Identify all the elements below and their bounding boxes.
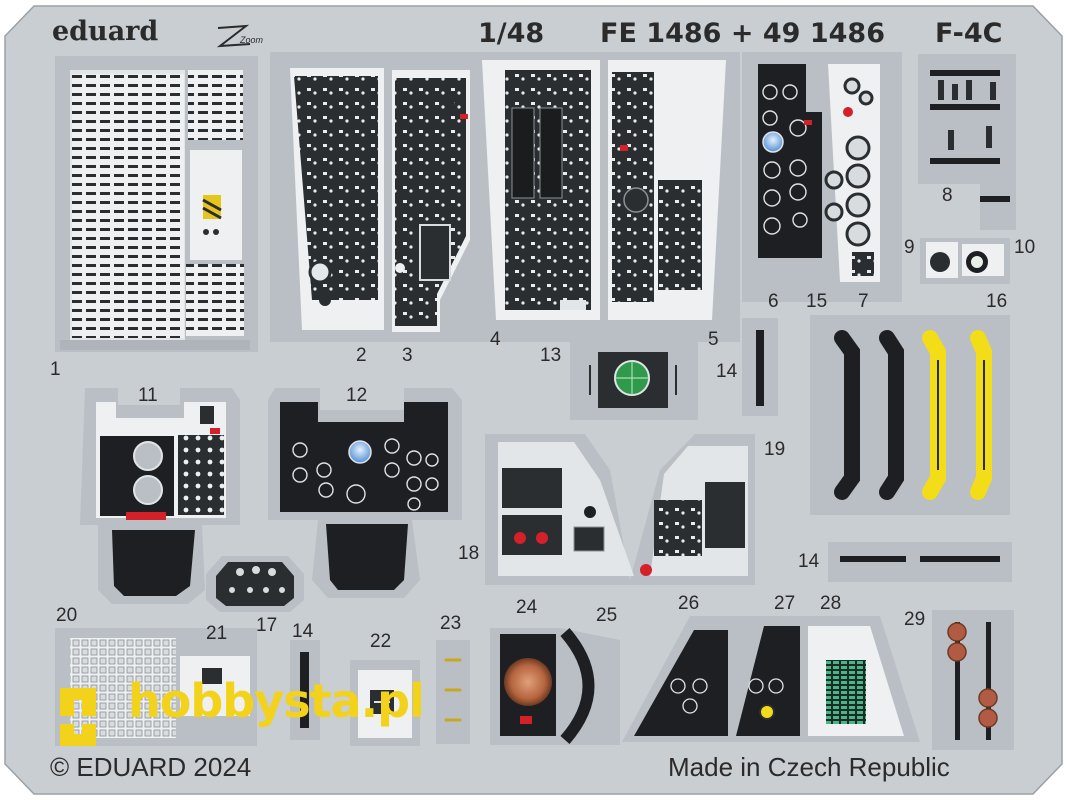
set-numbers: FE 1486 + 49 1486 [600,18,885,49]
part-number: 5 [708,329,719,350]
part-number: 16 [986,291,1008,312]
zoom-logo-text: Zoom [240,35,264,45]
part-number: 14 [798,551,820,572]
part-number: 21 [206,623,228,644]
part-number: 24 [516,597,538,618]
part-number: 7 [858,291,869,312]
part-number: 12 [346,385,368,406]
part-number: 8 [942,185,953,206]
part-number: 15 [806,291,828,312]
hobbysta-logo-icon [60,688,96,746]
origin-note: Made in Czech Republic [668,752,950,782]
copyright: © EDUARD 2024 [50,752,252,782]
part-number: 25 [596,605,618,626]
part-number: 19 [764,439,786,460]
part-number: 26 [678,593,700,614]
part-number: 1 [50,359,61,380]
part-number: 4 [490,329,501,350]
part-number: 14 [292,621,314,642]
part-number: 22 [370,631,392,652]
model-name: F-4C [935,18,1003,49]
part-number: 18 [458,543,480,564]
part-number: 27 [774,593,796,614]
part-number: 13 [540,345,562,366]
watermark-text: hobbysta.pl [128,674,425,728]
part-number: 14 [716,361,738,382]
zoom-logo-icon [216,24,251,48]
part-number: 23 [440,613,462,634]
part-number: 29 [904,609,926,630]
part-number: 11 [138,385,158,406]
part-number: 3 [402,345,413,366]
scale: 1/48 [478,18,545,49]
part-number: 10 [1014,237,1036,258]
part-number: 28 [820,593,842,614]
part-number: 9 [904,237,915,258]
part-number: 17 [256,615,278,636]
brand-eduard: eduard [52,16,159,47]
part-number: 20 [56,605,78,626]
part-number: 6 [768,291,779,312]
part-number: 2 [356,345,367,366]
